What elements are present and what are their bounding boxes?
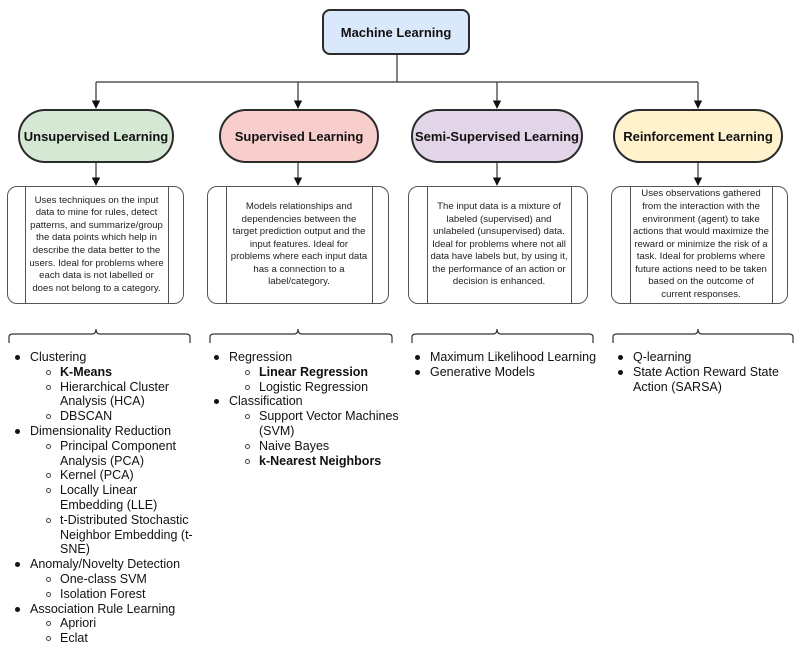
description-box-semi-supervised-learning: The input data is a mixture of labeled (… bbox=[408, 186, 588, 304]
curly-bracket bbox=[411, 328, 594, 343]
sub-list-item: Isolation Forest bbox=[8, 587, 198, 602]
sub-list-item: One-class SVM bbox=[8, 572, 198, 587]
description-box-supervised-learning: Models relationships and dependencies be… bbox=[207, 186, 389, 304]
category-node-reinforcement-learning: Reinforcement Learning bbox=[613, 109, 783, 163]
process-bar-right bbox=[571, 187, 572, 303]
sub-list-item: Support Vector Machines (SVM) bbox=[207, 409, 402, 439]
curly-bracket bbox=[8, 328, 191, 343]
sub-list-item: Locally Linear Embedding (LLE) bbox=[8, 483, 198, 513]
category-node-unsupervised-learning: Unsupervised Learning bbox=[18, 109, 174, 163]
description-text: The input data is a mixture of labeled (… bbox=[430, 200, 568, 288]
sub-list-item: Eclat bbox=[8, 631, 198, 646]
sub-list-item: Principal Component Analysis (PCA) bbox=[8, 439, 198, 469]
process-bar-left bbox=[427, 187, 428, 303]
curly-bracket bbox=[612, 328, 794, 343]
process-bar-right bbox=[772, 187, 773, 303]
category-node-semi-supervised-learning: Semi-Supervised Learning bbox=[411, 109, 583, 163]
sub-list-item: Kernel (PCA) bbox=[8, 468, 198, 483]
list-item: Generative Models bbox=[408, 365, 608, 380]
sub-list-item: K-Means bbox=[8, 365, 198, 380]
sub-list-item: Naive Bayes bbox=[207, 439, 402, 454]
list-item: Classification bbox=[207, 394, 402, 409]
list-item: Anomaly/Novelty Detection bbox=[8, 557, 198, 572]
root-label: Machine Learning bbox=[340, 24, 452, 40]
list-item: Regression bbox=[207, 350, 402, 365]
description-box-unsupervised-learning: Uses techniques on the input data to min… bbox=[7, 186, 184, 304]
description-text: Uses observations gathered from the inte… bbox=[633, 188, 769, 301]
sub-list-item: Linear Regression bbox=[207, 365, 402, 380]
sub-list-item: k-Nearest Neighbors bbox=[207, 454, 402, 469]
description-box-reinforcement-learning: Uses observations gathered from the inte… bbox=[611, 186, 788, 304]
category-label: Semi-Supervised Learning bbox=[415, 128, 579, 144]
curly-bracket bbox=[209, 328, 393, 343]
process-bar-right bbox=[168, 187, 169, 303]
sub-list-item: Apriori bbox=[8, 616, 198, 631]
list-item: Dimensionality Reduction bbox=[8, 424, 198, 439]
category-label: Supervised Learning bbox=[234, 128, 364, 144]
sub-list-item: t-Distributed Stochastic Neighbor Embedd… bbox=[8, 513, 198, 557]
description-text: Uses techniques on the input data to min… bbox=[29, 194, 164, 294]
process-bar-left bbox=[226, 187, 227, 303]
category-node-supervised-learning: Supervised Learning bbox=[219, 109, 379, 163]
process-bar-right bbox=[372, 187, 373, 303]
category-label: Unsupervised Learning bbox=[23, 128, 169, 144]
list-item: Q-learning bbox=[611, 350, 796, 365]
list-item: Association Rule Learning bbox=[8, 602, 198, 617]
list-item: State Action Reward State Action (SARSA) bbox=[611, 365, 796, 395]
list-item: Clustering bbox=[8, 350, 198, 365]
sub-list-item: Hierarchical Cluster Analysis (HCA) bbox=[8, 380, 198, 410]
process-bar-left bbox=[25, 187, 26, 303]
root-node-machine-learning: Machine Learning bbox=[322, 9, 470, 55]
category-label: Reinforcement Learning bbox=[623, 128, 773, 144]
sub-list-item: Logistic Regression bbox=[207, 380, 402, 395]
list-item: Maximum Likelihood Learning bbox=[408, 350, 608, 365]
description-text: Models relationships and dependencies be… bbox=[230, 200, 368, 288]
sub-list-item: DBSCAN bbox=[8, 409, 198, 424]
process-bar-left bbox=[630, 187, 631, 303]
